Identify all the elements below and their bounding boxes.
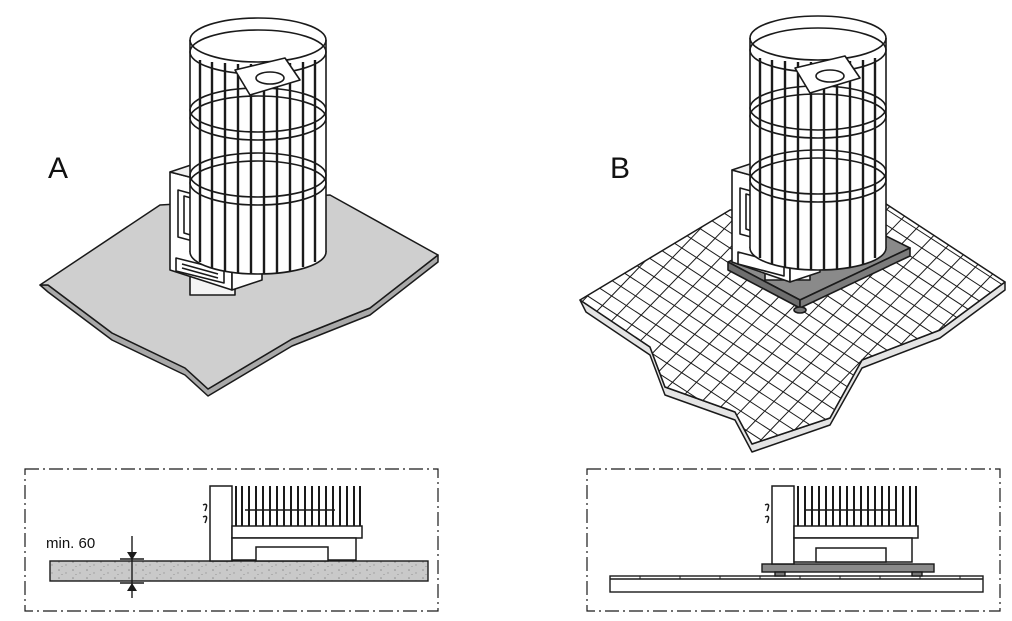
- heater-a: [169, 17, 327, 296]
- panel-b: B: [0, 15, 1006, 470]
- detail-a-concrete-section: [49, 560, 429, 582]
- panel-b-label: B: [610, 152, 630, 185]
- tile-line: [967, 200, 1005, 444]
- heater-b: [727, 15, 911, 314]
- tile-line: [847, 200, 1005, 444]
- tile-line: [707, 200, 969, 444]
- detail-a-frame: [24, 468, 439, 612]
- panel-a: A: [39, 17, 439, 397]
- dimension-label: min. 60: [46, 535, 95, 552]
- detail-a: min. 60: [24, 468, 439, 612]
- detail-b-heater-section: [764, 485, 919, 565]
- tile-line: [580, 200, 865, 444]
- tile-line: [991, 200, 1005, 444]
- detail-b: [586, 468, 1001, 612]
- detail-b-floor-section: [609, 563, 984, 593]
- tile-line: [995, 200, 1005, 444]
- tile-line: [871, 200, 1005, 444]
- tile-line: [0, 200, 104, 470]
- tile-line: [580, 200, 889, 444]
- tile-line: [971, 200, 1005, 444]
- tile-line: [580, 200, 841, 444]
- tile-line: [943, 200, 1005, 444]
- tile-line: [580, 200, 657, 444]
- panel-a-label: A: [48, 152, 68, 185]
- dimension-arrows: [120, 536, 144, 598]
- tile-line: [0, 200, 80, 470]
- tile-line: [947, 200, 1005, 444]
- detail-b-frame: [586, 468, 1001, 612]
- detail-a-heater-section: [202, 485, 363, 562]
